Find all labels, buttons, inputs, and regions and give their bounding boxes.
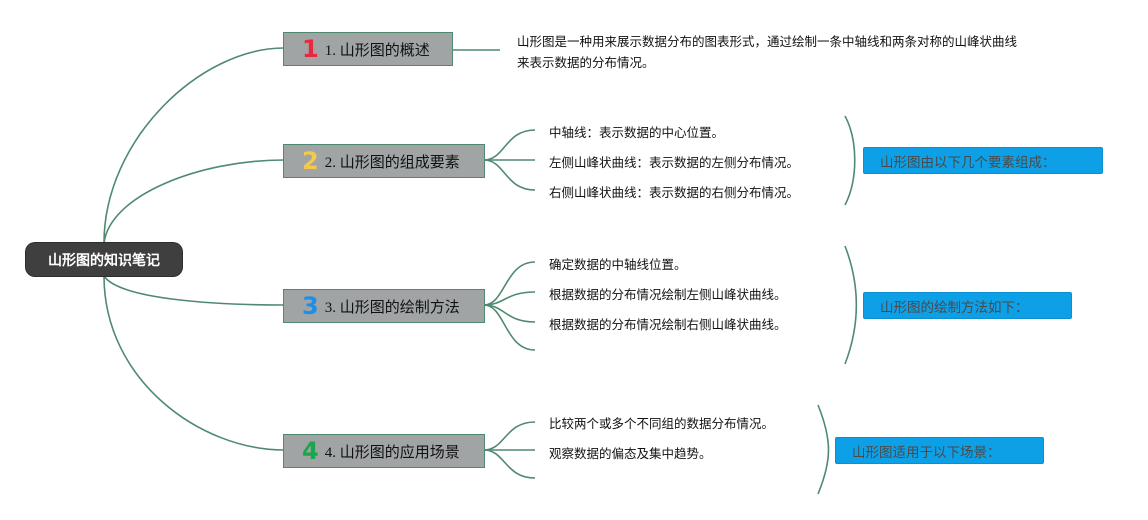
method-item[interactable]: 根据数据的分布情况绘制右侧山峰状曲线。 xyxy=(549,317,787,332)
summary-label: 山形图适用于以下场景： xyxy=(852,444,1001,461)
bracket-components xyxy=(844,115,856,206)
connector-lines xyxy=(103,47,858,495)
scenario-item[interactable]: 观察数据的偏态及集中趋势。 xyxy=(549,446,712,461)
link-topic3-leaf-1 xyxy=(483,261,536,306)
link-root-topic-4 xyxy=(103,275,285,451)
link-topic2-leaf-1 xyxy=(483,129,536,161)
topic-label: 3. 山形图的绘制方法 xyxy=(324,299,460,316)
component-item[interactable]: 右侧山峰状曲线：表示数据的右侧分布情况。 xyxy=(549,185,800,200)
overview-text[interactable]: 山形图是一种用来展示数据分布的图表形式，通过绘制一条中轴线和两条对称的山峰状曲线… xyxy=(517,34,1018,70)
link-topic3-leaf-4 xyxy=(483,304,536,351)
topic-label: 1. 山形图的概述 xyxy=(324,42,430,59)
summary-label: 山形图由以下几个要素组成： xyxy=(880,154,1056,171)
link-root-topic-3 xyxy=(103,275,285,306)
scenario-item[interactable]: 比较两个或多个不同组的数据分布情况。 xyxy=(549,416,775,431)
number-three-icon: 3 xyxy=(302,292,319,320)
root-label: 山形图的知识笔记 xyxy=(48,252,160,269)
root-node[interactable]: 山形图的知识笔记 xyxy=(26,243,182,276)
topic-label: 4. 山形图的应用场景 xyxy=(324,444,460,461)
component-item[interactable]: 左侧山峰状曲线：表示数据的左侧分布情况。 xyxy=(549,155,800,170)
bracket-scenarios xyxy=(817,404,830,495)
number-four-icon: 4 xyxy=(302,437,319,465)
components-summary[interactable]: 山形图由以下几个要素组成： xyxy=(863,147,1103,174)
link-root-topic-2 xyxy=(103,159,285,244)
link-topic2-leaf-3 xyxy=(483,159,536,191)
topic-node-3[interactable]: 3 3. 山形图的绘制方法 xyxy=(283,289,485,323)
methods-summary[interactable]: 山形图的绘制方法如下： xyxy=(863,292,1072,319)
link-topic4-leaf-3 xyxy=(483,449,536,479)
summary-label: 山形图的绘制方法如下： xyxy=(880,299,1029,316)
link-topic4-leaf-1 xyxy=(483,421,536,451)
link-root-topic-1 xyxy=(103,47,285,244)
topic-label: 2. 山形图的组成要素 xyxy=(324,154,460,171)
number-two-icon: 2 xyxy=(302,147,319,175)
component-item[interactable]: 中轴线：表示数据的中心位置。 xyxy=(549,125,725,140)
method-item[interactable]: 确定数据的中轴线位置。 xyxy=(549,257,687,272)
bracket-methods xyxy=(844,245,858,365)
topic-node-4[interactable]: 4 4. 山形图的应用场景 xyxy=(283,434,485,468)
scenarios-summary[interactable]: 山形图适用于以下场景： xyxy=(835,437,1044,464)
number-one-icon: 1 xyxy=(302,35,319,63)
topic-node-1[interactable]: 1 1. 山形图的概述 xyxy=(283,32,453,66)
method-item[interactable]: 根据数据的分布情况绘制左侧山峰状曲线。 xyxy=(549,287,787,302)
topic-node-2[interactable]: 2 2. 山形图的组成要素 xyxy=(283,144,485,178)
